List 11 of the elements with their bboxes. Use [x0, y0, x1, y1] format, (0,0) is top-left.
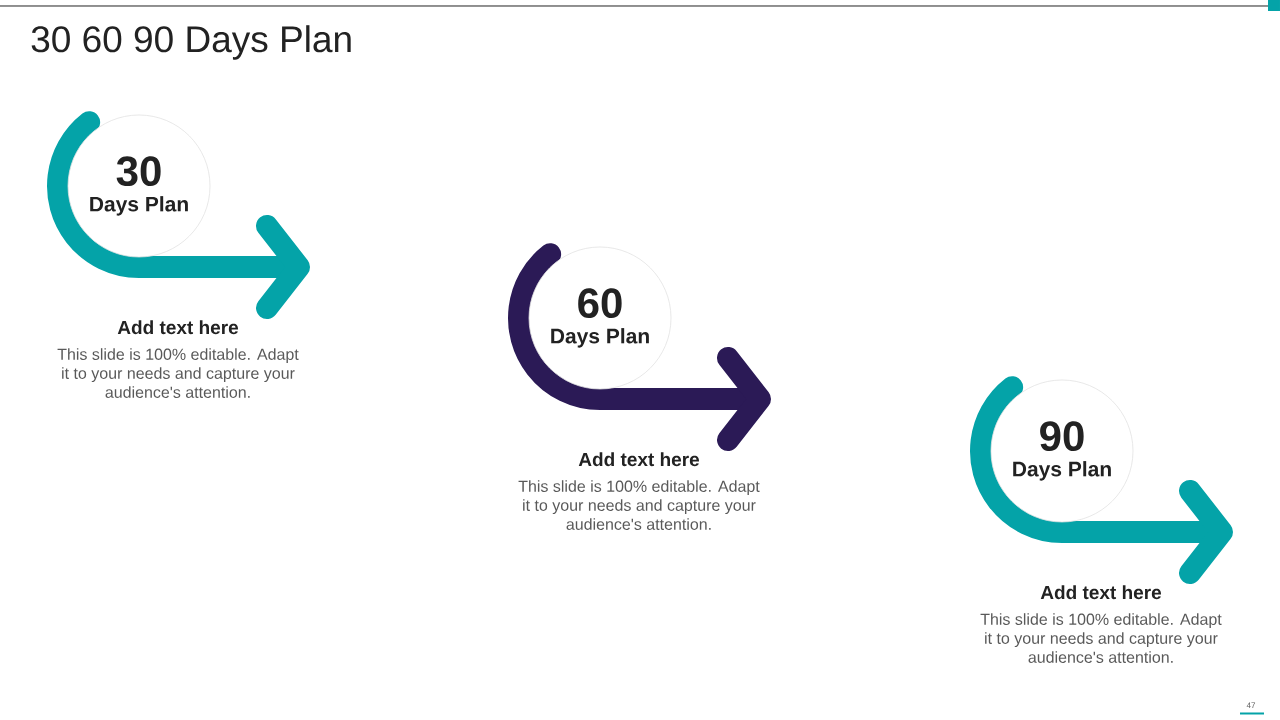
subheading: Add text here	[578, 452, 700, 467]
page-number: 47	[1246, 702, 1256, 708]
circle-node: 60 Days Plan	[528, 246, 672, 390]
title: 30 60 90 Days Plan	[31, 25, 351, 60]
circle-node: 90 Days Plan	[990, 379, 1134, 523]
subheading: Add text here	[117, 320, 239, 335]
description-text: This slide is 100% editable. Adapt it to your needs and capture your audience's attention.	[980, 613, 1222, 663]
description-text: This slide is 100% editable. Adapt it to your needs and capture your audience's attention.	[57, 348, 299, 398]
description-text: This slide is 100% editable. Adapt it to your needs and capture your audience's attention.	[518, 480, 760, 530]
circle-node: 30 Days Plan	[67, 114, 211, 258]
subheading: Add text here	[1040, 585, 1162, 600]
